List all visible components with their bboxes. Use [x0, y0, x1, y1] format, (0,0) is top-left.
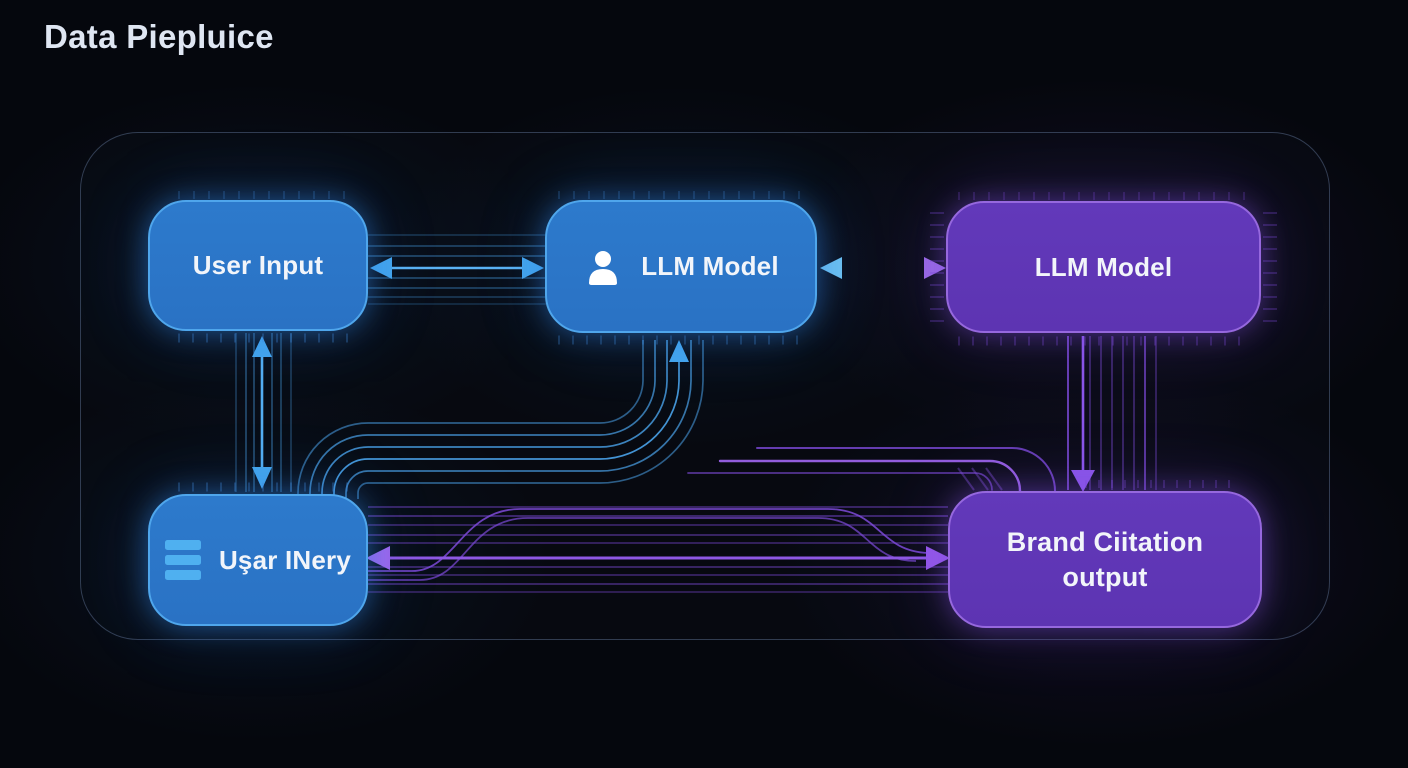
- node-label: LLM Model: [641, 251, 779, 281]
- node-label: Brand Ciitation output: [1006, 526, 1204, 592]
- arrowhead-left: [820, 257, 842, 279]
- node-label: User Input: [192, 250, 324, 280]
- conn-userinput-userquery: [235, 333, 292, 492]
- conn-llm-brand: [1067, 336, 1157, 492]
- arrowhead-up: [252, 336, 272, 357]
- node-label: Uşar INery: [218, 544, 352, 575]
- node-llm-model-center: LLM Model: [545, 200, 817, 333]
- conn-llm-llm: [818, 234, 946, 305]
- arrowhead-up: [669, 340, 689, 362]
- node-label: LLM Model: [1034, 251, 1173, 282]
- diagram-title: Data Piepluice: [44, 18, 274, 55]
- list-icon: [164, 540, 201, 580]
- arrowhead-left: [370, 257, 392, 279]
- arrowhead-right: [926, 546, 950, 570]
- person-icon: [589, 250, 618, 285]
- node-brand-citation-output: Brand Ciitation output: [948, 491, 1262, 628]
- arrowhead-right: [522, 257, 544, 279]
- node-user-query: Uşar INery: [148, 494, 368, 626]
- arrowhead-down: [252, 467, 272, 489]
- node-user-input: User Input: [148, 200, 368, 331]
- conn-traces-into-brand: [687, 447, 1056, 493]
- arrowhead-down: [1071, 470, 1095, 492]
- conn-userquery-llm-curve: [297, 340, 704, 499]
- circuit-ticks: [178, 191, 1277, 492]
- conn-userinput-llm: [368, 234, 546, 305]
- conn-userquery-brand: [366, 506, 950, 593]
- arrowhead-left: [366, 546, 390, 570]
- node-llm-model-right: LLM Model: [946, 201, 1261, 333]
- arrowhead-right: [924, 257, 946, 279]
